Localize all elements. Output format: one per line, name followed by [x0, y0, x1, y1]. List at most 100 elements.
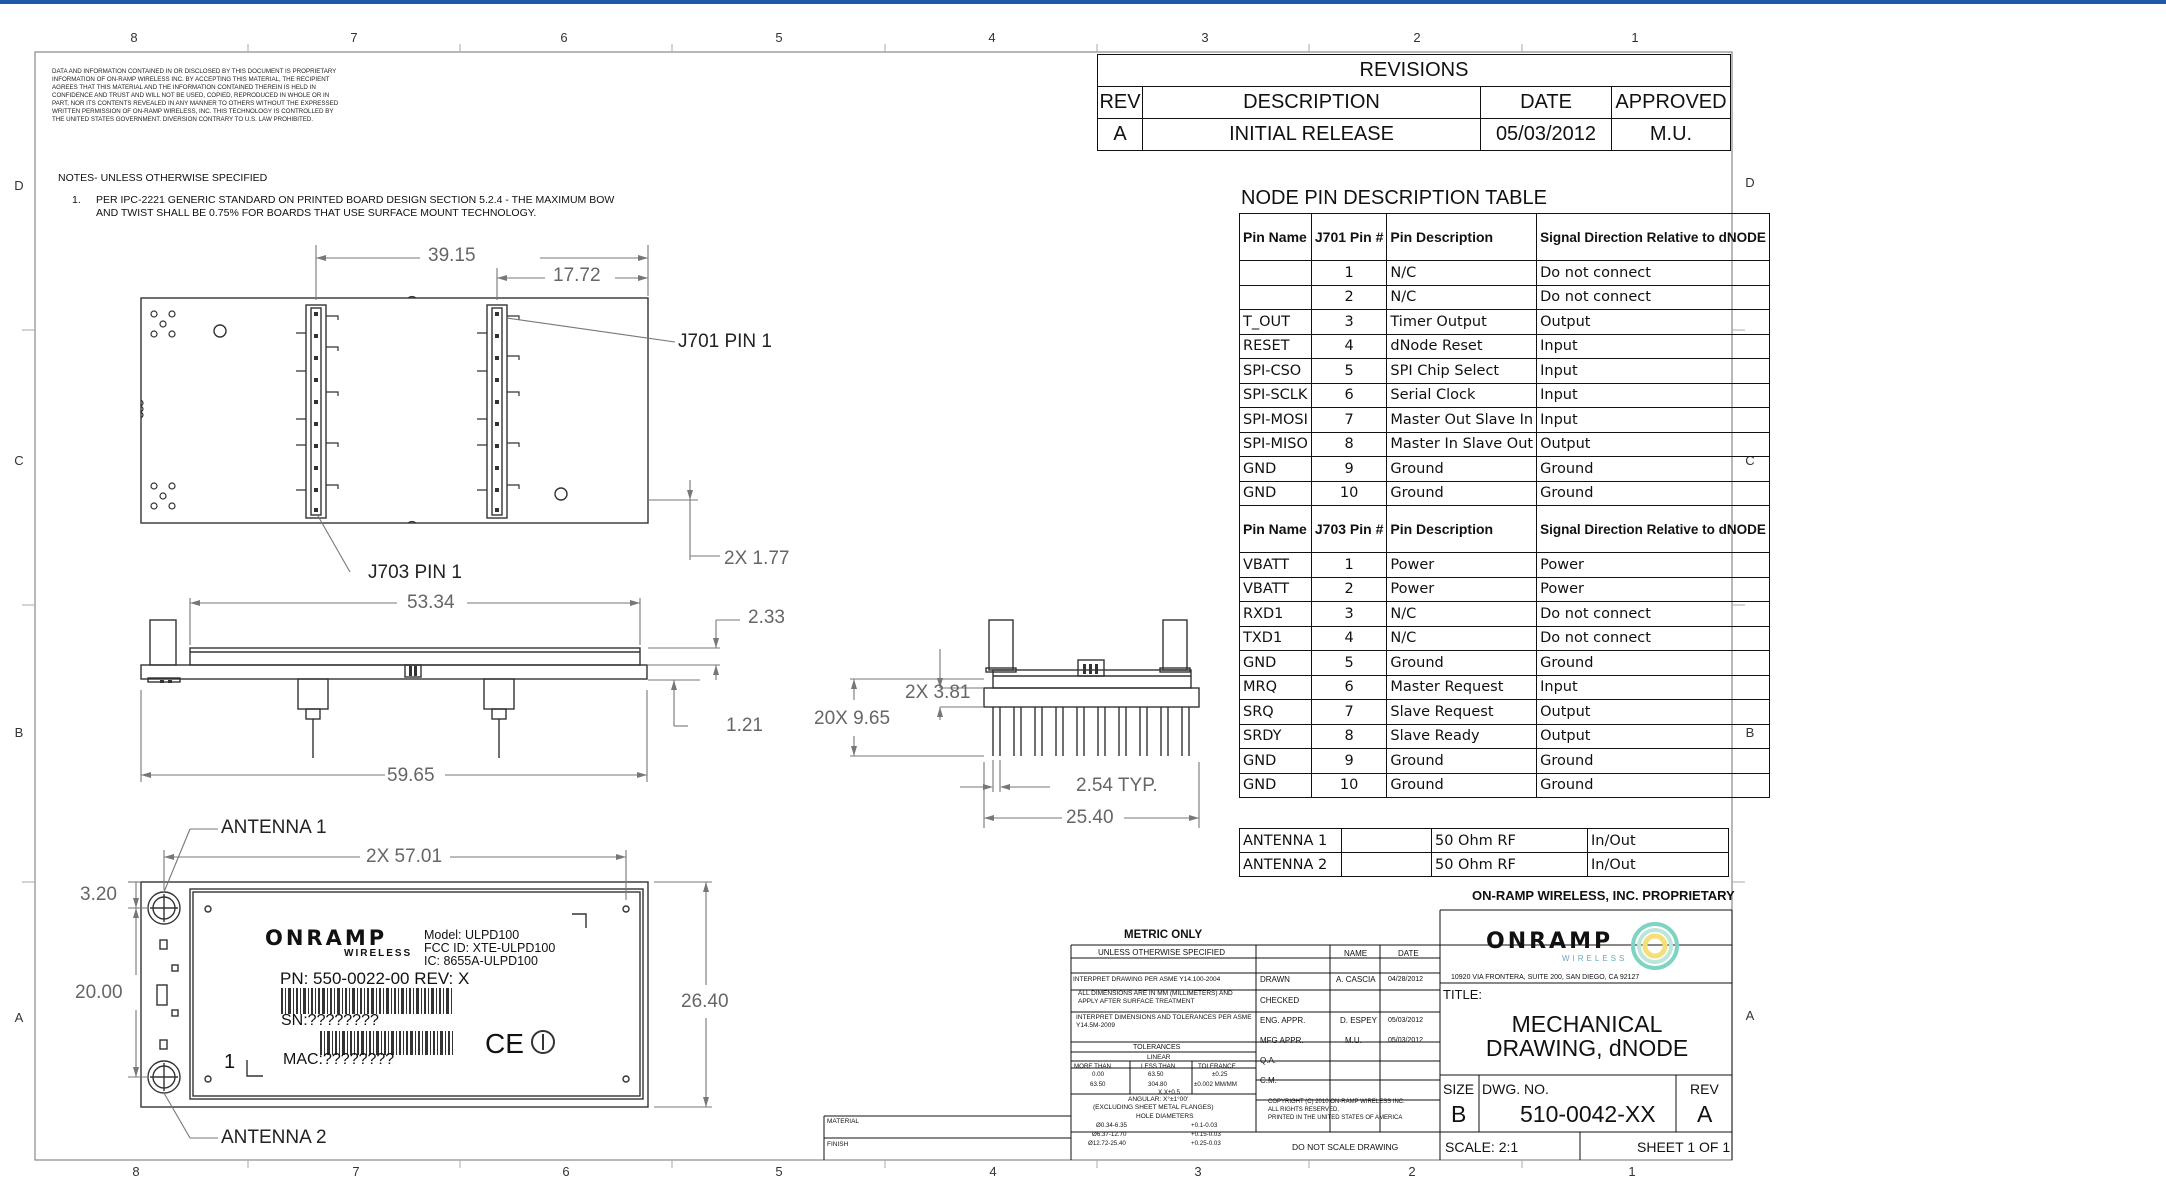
table-cell: 10	[1310, 772, 1388, 798]
tol-r2-more: 63.50	[1090, 1081, 1106, 1088]
zone-left-B: B	[14, 725, 24, 740]
description-cell: INITIAL RELEASE	[1142, 118, 1481, 151]
table-cell: Power	[1536, 552, 1770, 578]
table-cell: 6	[1310, 674, 1388, 700]
dim-2-33: 2.33	[748, 607, 785, 628]
table-cell: 8	[1310, 431, 1388, 457]
table-cell: Power	[1536, 576, 1770, 602]
hole-diameters-label: HOLE DIAMETERS	[1136, 1113, 1194, 1120]
table-cell: ANTENNA 1	[1239, 828, 1342, 853]
pin-table-header-cell: J703 Pin #	[1310, 505, 1388, 553]
dim-26-40: 26.40	[681, 991, 729, 1012]
zone-bottom-3: 3	[1194, 1164, 1202, 1179]
antenna-1-callout: ANTENNA 1	[221, 817, 327, 838]
j703-pin1-callout: J703 PIN 1	[368, 562, 462, 583]
table-cell: SPI-SCLK	[1239, 382, 1312, 408]
zone-top-2: 2	[1413, 30, 1421, 45]
tol-more-than: MORE THAN	[1074, 1063, 1112, 1070]
label-part-number: PN: 550-0022-00 REV: X	[280, 969, 470, 988]
table-cell: GND	[1239, 480, 1312, 506]
zone-top-3: 3	[1201, 30, 1209, 45]
mfg-appr-date: 05/03/2012	[1388, 1037, 1424, 1044]
role-cm: C.M.	[1260, 1076, 1277, 1085]
drawn-name: A. CASCIA	[1336, 975, 1376, 984]
table-cell: In/Out	[1587, 828, 1729, 853]
table-cell: 3	[1310, 309, 1388, 335]
dim-1-21: 1.21	[726, 715, 763, 736]
hole-r3-range: Ø12.72-25.40	[1088, 1140, 1126, 1147]
dim-2x-1-77: 2X 1.77	[724, 548, 790, 569]
table-cell: GND	[1239, 748, 1312, 774]
zone-bottom-2: 2	[1408, 1164, 1416, 1179]
table-cell: SPI-MISO	[1239, 431, 1312, 457]
table-cell: Ground	[1386, 748, 1538, 774]
role-drawn: DRAWN	[1260, 975, 1290, 984]
dim-3-20: 3.20	[80, 884, 117, 905]
drawn-date: 04/28/2012	[1388, 976, 1424, 983]
table-cell: In/Out	[1587, 852, 1729, 877]
table-cell: 7	[1310, 699, 1388, 725]
pin-table-header-cell: J701 Pin #	[1310, 213, 1388, 261]
pin-table-header-cell: Signal Direction Relative to dNODE	[1536, 213, 1770, 261]
zone-bottom-5: 5	[775, 1164, 783, 1179]
zone-right-D: D	[1745, 175, 1755, 190]
date-header: DATE	[1480, 86, 1612, 119]
table-cell: RXD1	[1239, 601, 1312, 627]
copyright-line-1: COPYRIGHT (C) 2010 ON-RAMP WIRELESS INC.	[1268, 1099, 1405, 1105]
table-cell: SPI Chip Select	[1386, 358, 1538, 384]
description-header: DESCRIPTION	[1142, 86, 1481, 119]
pin-table-header-cell: Pin Description	[1386, 505, 1538, 553]
end-view-pins	[992, 707, 1190, 756]
table-cell: Output	[1536, 723, 1770, 749]
date-header: DATE	[1398, 949, 1419, 958]
table-cell: Slave Ready	[1386, 723, 1538, 749]
role-qa: Q.A.	[1260, 1056, 1277, 1065]
pin-table-header-cell: Pin Description	[1386, 213, 1538, 261]
copyright-line-2: ALL RIGHTS RESERVED.	[1268, 1107, 1340, 1113]
table-cell: Ground	[1536, 456, 1770, 482]
rev-cell: A	[1097, 118, 1143, 151]
material-label: MATERIAL	[827, 1118, 860, 1125]
eng-appr-date: 05/03/2012	[1388, 1017, 1424, 1024]
eng-appr-name: D. ESPEY	[1340, 1016, 1377, 1025]
table-cell: GND	[1239, 650, 1312, 676]
revisions-title: REVISIONS	[1097, 54, 1731, 87]
approved-header: APPROVED	[1611, 86, 1731, 119]
table-cell	[1239, 284, 1312, 310]
table-cell	[1239, 260, 1312, 286]
table-cell: Do not connect	[1536, 625, 1770, 651]
table-cell: Do not connect	[1536, 284, 1770, 310]
label-ic: IC: 8655A-ULPD100	[424, 954, 538, 968]
proprietary-disclaimer: DATA AND INFORMATION CONTAINED IN OR DIS…	[52, 68, 339, 123]
j701-pin1-callout: J701 PIN 1	[678, 331, 772, 352]
pin-table-header-cell: Pin Name	[1239, 505, 1312, 553]
table-cell: Slave Request	[1386, 699, 1538, 725]
label-serial-number: SN:????????	[281, 1012, 379, 1029]
title-block-lines	[823, 909, 1733, 1160]
tolerances-label: TOLERANCES	[1133, 1044, 1181, 1051]
company-address: 10920 VIA FRONTERA, SUITE 200, SAN DIEGO…	[1451, 974, 1640, 981]
label-logo: ONRAMP	[265, 926, 388, 950]
dim-17-72: 17.72	[553, 265, 601, 286]
excluding-note: (EXCLUDING SHEET METAL FLANGES)	[1093, 1104, 1214, 1111]
table-cell: N/C	[1386, 601, 1538, 627]
ce-mark: CE	[485, 1028, 524, 1059]
table-cell: Input	[1536, 358, 1770, 384]
role-eng-appr: ENG. APPR.	[1260, 1016, 1306, 1025]
table-cell: 6	[1310, 382, 1388, 408]
